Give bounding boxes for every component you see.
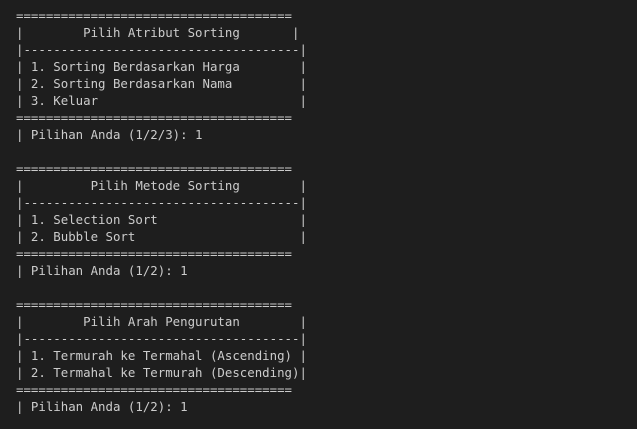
terminal-line: |-------------------------------------| (16, 42, 307, 57)
terminal-line: | 2. Termahal ke Termurah (Descending)| (16, 365, 307, 380)
terminal-line: | 3. Keluar | (16, 93, 307, 108)
terminal-line: ===================================== (16, 8, 293, 23)
terminal-line: ===================================== (16, 110, 293, 125)
terminal-line: | Pilihan Anda (1/2/3): 1 (16, 127, 203, 142)
terminal-line (0, 143, 637, 160)
terminal-line: |-------------------------------------| (16, 195, 307, 210)
terminal-line: | 1. Sorting Berdasarkan Harga | (16, 59, 307, 74)
terminal-line: | 2. Bubble Sort | (16, 229, 307, 244)
terminal-line: | Pilihan Anda (1/2): 1 (16, 263, 188, 278)
terminal-line: | Pilih Atribut Sorting | (16, 25, 300, 40)
terminal-line: | 2. Sorting Berdasarkan Nama | (16, 76, 307, 91)
terminal-line: | Pilih Metode Sorting | (16, 178, 307, 193)
terminal-line: | 1. Selection Sort | (16, 212, 307, 227)
terminal-line: ===================================== (16, 161, 293, 176)
terminal-line (0, 279, 637, 296)
terminal-line: | Pilih Arah Pengurutan | (16, 314, 307, 329)
terminal-line: ===================================== (16, 297, 293, 312)
terminal-line: |-------------------------------------| (16, 331, 307, 346)
terminal-line: | 1. Termurah ke Termahal (Ascending) | (16, 348, 307, 363)
terminal-line: | Pilihan Anda (1/2): 1 (16, 399, 188, 414)
terminal-line: ===================================== (16, 382, 293, 397)
terminal-line: ===================================== (16, 246, 293, 261)
